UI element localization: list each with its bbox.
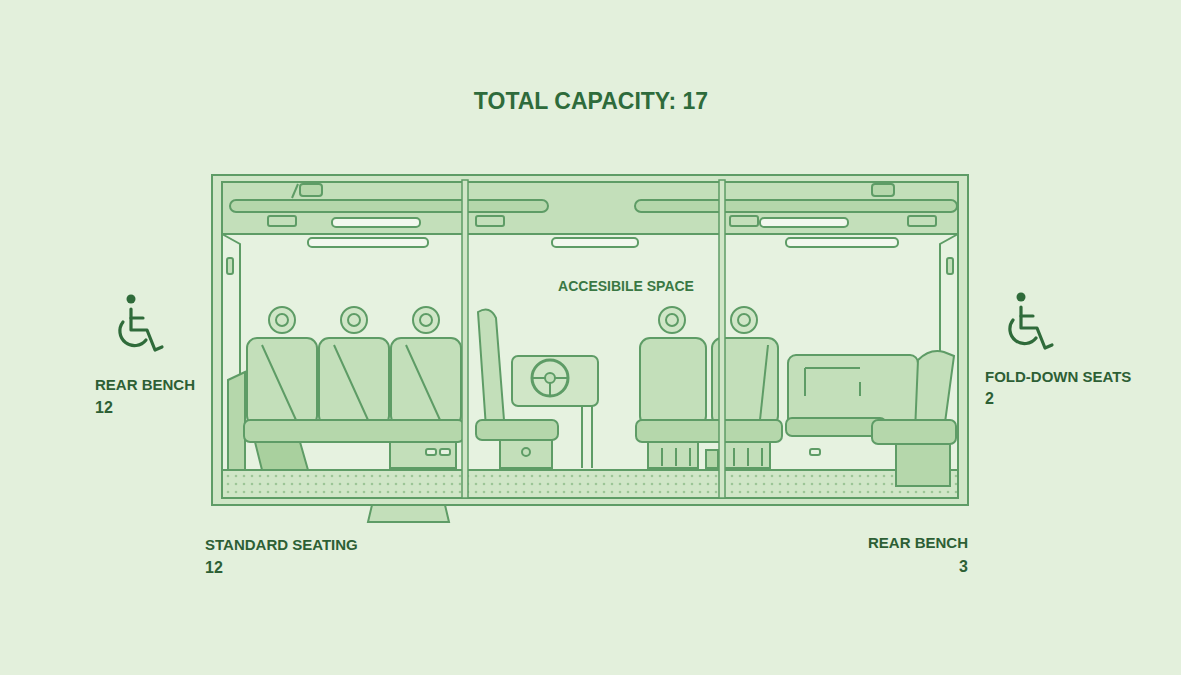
accessible-area-seats: [636, 307, 782, 468]
driver-seat: [476, 310, 598, 468]
area-label: ACCESIBILE SPACE: [558, 278, 694, 295]
section-label: REAR BENCH: [868, 534, 968, 552]
fold-down-bench: [786, 351, 956, 486]
section-label: REAR BENCH: [95, 376, 195, 394]
count-number: 2: [985, 389, 994, 408]
standard-seats: [228, 307, 464, 470]
count-number: 12: [205, 558, 223, 577]
section-label: FOLD-DOWN SEATS: [985, 368, 1131, 386]
title: TOTAL CAPACITY: 17: [474, 88, 708, 116]
wheelchair-icon: [1010, 293, 1052, 349]
count-number: 12: [95, 398, 113, 417]
bus-body: [212, 175, 968, 522]
grab-pole: [462, 180, 725, 498]
count-number: 3: [959, 557, 968, 576]
wheelchair-icon: [120, 295, 162, 351]
section-label: STANDARD SEATING: [205, 536, 358, 554]
